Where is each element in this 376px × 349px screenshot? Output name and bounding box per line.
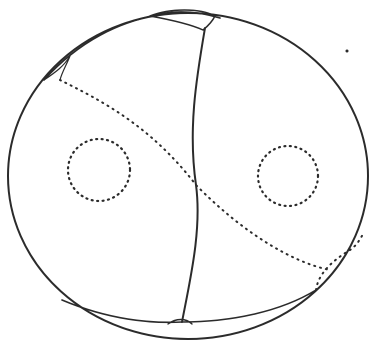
right-nucleus — [258, 146, 318, 206]
left-nucleus — [68, 139, 130, 201]
stray-dot — [346, 50, 349, 53]
dotted-right-boundary — [316, 232, 364, 290]
vertical-cleavage-furrow — [182, 28, 205, 322]
upper-cell-boundary — [44, 12, 220, 80]
